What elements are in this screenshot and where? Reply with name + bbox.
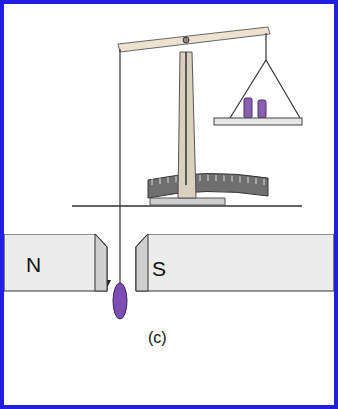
tick [152,179,153,185]
pointer [185,52,187,185]
pole-label: S [152,258,166,279]
tick [176,176,177,182]
pan-string [266,60,300,118]
tick [232,176,233,182]
pivot [183,37,189,43]
tick [256,178,257,184]
scale-ticks [152,175,264,185]
tick [208,175,209,181]
magnet-body [4,234,107,291]
tick [264,179,265,185]
north-pole: N [4,234,108,292]
pan-string [230,60,266,118]
balance-pillar [178,52,196,198]
sample-object [113,283,127,319]
scale-arc [148,173,268,198]
tick [248,177,249,183]
tick [216,175,217,181]
frame-border [2,2,336,407]
tick [168,177,169,183]
scale-pan [214,118,302,125]
panel-caption: (c) [148,330,167,346]
south-pole: S [134,234,334,292]
balance-base [150,198,225,205]
weight [258,100,266,118]
magnet-face [95,234,107,291]
magnet-body [136,234,334,291]
tick [200,175,201,181]
tick [160,178,161,184]
magnet-outline [4,234,108,292]
tick [240,176,241,182]
pan-hanger [265,33,266,60]
magnet-face [136,234,148,291]
tick [224,175,225,181]
hanging-string [119,49,120,284]
pole-label: N [26,254,41,275]
weight [244,98,252,118]
balance-beam [118,27,270,52]
